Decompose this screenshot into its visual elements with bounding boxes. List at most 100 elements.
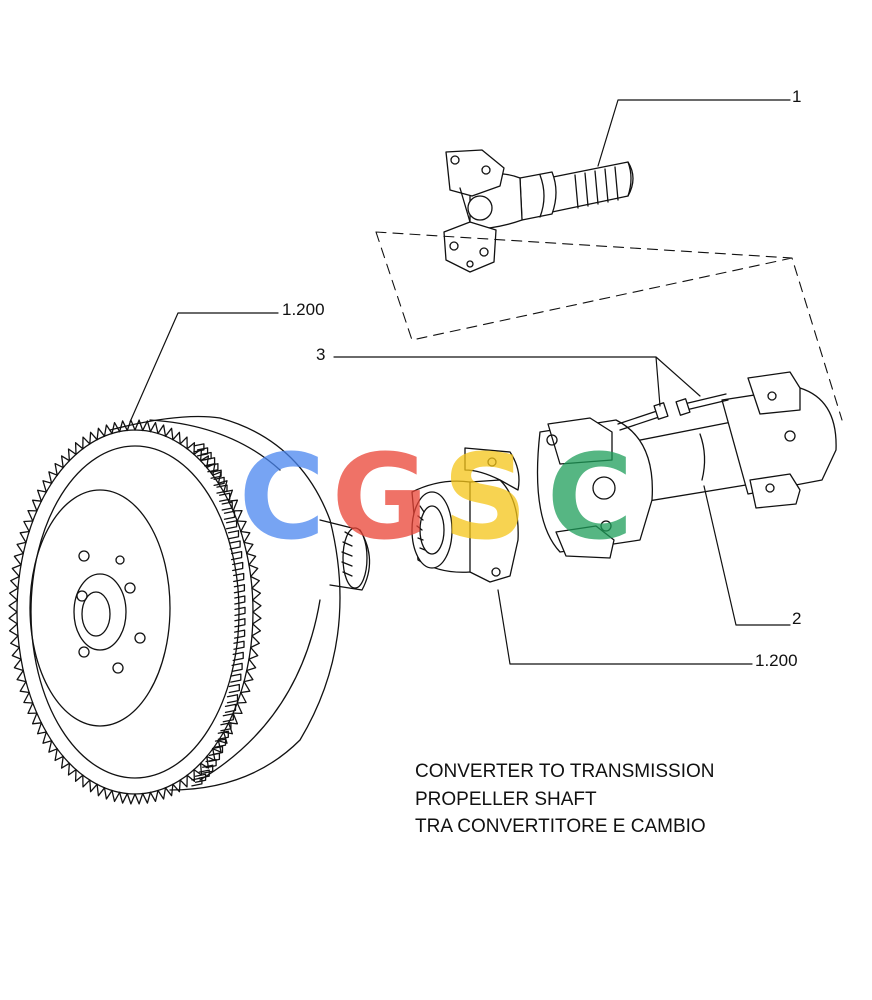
propeller-shaft: [536, 371, 837, 559]
gear-tooth: [199, 755, 210, 769]
gear-tooth: [212, 740, 222, 753]
assembly-dashed-frame: [375, 231, 843, 421]
gear-tooth: [23, 520, 34, 533]
gear-tooth: [8, 611, 18, 625]
gear-tooth: [60, 755, 71, 769]
gear-tooth: [8, 599, 18, 613]
inner-gear-tooth: [210, 469, 222, 479]
gear-tooth: [118, 791, 128, 804]
gear-tooth: [42, 480, 53, 493]
gear-tooth: [186, 768, 196, 782]
inner-gear-tooth: [202, 764, 214, 774]
inner-gear-tooth: [234, 618, 246, 628]
gear-tooth: [134, 792, 144, 805]
gear-tooth: [16, 669, 27, 683]
inner-gear-tooth: [198, 769, 210, 779]
gear-tooth: [142, 791, 152, 804]
gear-tooth: [19, 530, 30, 544]
inner-gear-tooth: [194, 773, 207, 783]
gear-tooth: [232, 702, 243, 715]
gear-tooth: [243, 669, 254, 683]
gear-tooth: [126, 792, 136, 805]
inner-gear-tooth: [226, 694, 239, 704]
gear-tooth: [251, 623, 262, 637]
inner-gear-tooth: [214, 738, 227, 748]
inner-gear-tooth: [234, 595, 246, 605]
inner-gear-tooth: [221, 501, 233, 511]
gear-tooth: [246, 552, 257, 566]
diagram-caption: CONVERTER TO TRANSMISSION PROPELLER SHAF…: [415, 758, 714, 841]
gear-tooth: [27, 509, 38, 522]
gear-tooth: [8, 587, 19, 601]
watermark-letter: C: [547, 428, 634, 566]
gear-tooth: [252, 599, 262, 613]
inner-gear-tooth: [232, 561, 244, 572]
inner-gear-tooth: [216, 484, 228, 494]
inner-gear-tooth: [233, 584, 246, 594]
gear-tooth: [60, 455, 71, 469]
gear-tooth: [82, 436, 91, 450]
gear-tooth: [36, 722, 47, 735]
gear-tooth: [248, 564, 259, 578]
callout-1: 1: [792, 87, 802, 106]
caption-line-3: TRA CONVERTITORE E CAMBIO: [415, 816, 706, 837]
callout-2: 2: [792, 609, 802, 628]
gear-tooth: [149, 421, 159, 435]
caption-line-2: PROPELLER SHAFT: [415, 788, 597, 810]
watermark-letter: G: [332, 428, 429, 566]
gear-tooth: [54, 748, 64, 762]
gear-tooth: [16, 541, 27, 555]
gear-tooth: [250, 575, 260, 589]
gear-tooth: [243, 541, 254, 555]
gear-tooth: [172, 431, 181, 445]
inner-gear-tooth: [217, 730, 229, 740]
gear-tooth: [89, 431, 98, 445]
gear-tooth: [134, 419, 144, 432]
gear-tooth: [111, 421, 121, 435]
torque-converter: [8, 415, 371, 805]
gear-tooth: [31, 712, 43, 725]
gear-tooth: [13, 552, 24, 566]
watermark-letter: C: [239, 428, 326, 566]
callout-1200-top: 1.200: [282, 300, 325, 319]
inner-gear-tooth: [231, 662, 243, 673]
inner-gear-tooth: [223, 510, 236, 520]
gear-tooth: [96, 783, 106, 797]
gear-tooth: [10, 575, 20, 589]
inner-gear-tooth: [219, 492, 231, 502]
inner-gear-tooth: [193, 443, 205, 453]
gear-tooth: [248, 646, 259, 660]
caption-line-1: CONVERTER TO TRANSMISSION: [415, 761, 715, 782]
gear-tooth: [42, 731, 53, 744]
inner-gear-tooth: [232, 651, 244, 662]
gear-tooth: [27, 702, 38, 715]
gear-tooth: [236, 520, 247, 533]
gear-tooth: [74, 442, 84, 456]
gear-tooth: [96, 427, 106, 441]
gear-tooth: [82, 774, 91, 788]
inner-gear-tooth: [196, 447, 209, 457]
gear-tooth: [172, 779, 181, 793]
inner-gear-tooth: [229, 540, 241, 550]
gear-tooth: [111, 789, 121, 803]
gear-tooth: [223, 722, 234, 735]
inner-gear-tooth: [213, 476, 225, 487]
gear-tooth: [179, 436, 188, 450]
flange-yoke: [411, 447, 520, 583]
gear-tooth: [13, 658, 24, 672]
leader-lines: [129, 99, 791, 665]
splined-yoke-shaft: [443, 149, 634, 273]
inner-gear-tooth: [234, 606, 246, 617]
inner-gear-tooth: [230, 550, 243, 561]
gear-tooth: [240, 530, 251, 544]
gear-tooth: [179, 774, 188, 788]
gear-tooth: [31, 499, 43, 512]
gear-tooth: [19, 680, 30, 694]
inner-gear-tooth: [233, 640, 245, 650]
inner-gear-tooth: [220, 722, 232, 732]
gear-tooth: [11, 646, 22, 660]
inner-gear-tooth: [228, 683, 240, 694]
inner-gear-tooth: [233, 629, 246, 639]
inner-gear-tooth: [233, 572, 245, 583]
